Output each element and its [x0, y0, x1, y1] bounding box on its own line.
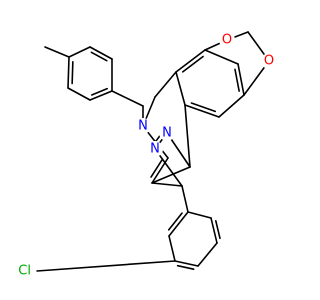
bond-cp5-cp6-double — [214, 220, 221, 240]
bond-ta1-ta2-double — [90, 87, 108, 96]
bond-cp1-cp2 — [168, 211, 189, 237]
atom-o1: O — [219, 32, 235, 48]
bond-ta2-ta3 — [67, 87, 91, 101]
bond-ta3-ta4 — [67, 56, 70, 89]
atom-cl: Cl — [14, 263, 34, 279]
atom-n2: N — [159, 125, 175, 141]
bond-ar1-ar2 — [184, 104, 220, 118]
bond-ar2-ar3 — [175, 71, 186, 106]
bond-ch2-ta1 — [111, 90, 144, 107]
bond-ta5-ta6-double — [90, 51, 108, 62]
atom-label-n1: N — [138, 119, 148, 134]
bond-ar4-d1 — [204, 49, 239, 65]
bond-ar3-ar4-double — [181, 55, 204, 73]
bond-nc1-nc2-double — [150, 158, 164, 178]
bond-cp2-cp3 — [168, 235, 176, 262]
bond-pz1-ar2 — [184, 104, 191, 168]
bond-ar1-ar2-double — [190, 102, 217, 113]
atom-label-n2: N — [162, 126, 172, 141]
bond-pzc-cp1 — [181, 185, 189, 213]
atom-o2: O — [261, 53, 277, 69]
bond-cp1-cp2-double — [167, 212, 183, 231]
bond-cp6-cp1 — [187, 211, 212, 219]
bond-d1-d2 — [237, 63, 245, 96]
bond-cp3-clc — [36, 260, 176, 272]
bond-ta3-ta4-double — [71, 60, 74, 85]
bond-cp3-cp4-double — [176, 264, 195, 270]
bond-ta1-ta2 — [89, 90, 113, 101]
bond-ta4-me — [44, 46, 70, 58]
bond-pzc-nc2 — [151, 182, 183, 187]
bond-ta4-ta5 — [68, 46, 91, 58]
bond-d2-ar1 — [218, 94, 245, 118]
bond-ta5-ta6 — [89, 46, 113, 60]
atom-n1: N — [135, 118, 151, 134]
bond-ar3-qc — [154, 71, 177, 98]
atom-label-o2: O — [264, 54, 274, 69]
atom-labels: O O N N N Cl — [14, 32, 277, 279]
bond-nc2-pz1 — [151, 166, 191, 184]
atom-label-n3: N — [150, 142, 160, 157]
bond-cp3-cp4 — [174, 260, 199, 267]
bond-cp4-cp5 — [197, 242, 218, 267]
molecule-diagram: O O N N N Cl — [14, 31, 277, 279]
atom-label-cl: Cl — [18, 264, 31, 279]
atom-n3: N — [147, 141, 163, 157]
bond-ar3-ar4 — [175, 49, 206, 73]
bond-cp5-cp6 — [210, 217, 218, 244]
bond-d1-d2-double — [234, 68, 240, 92]
atom-label-o1: O — [222, 33, 232, 48]
